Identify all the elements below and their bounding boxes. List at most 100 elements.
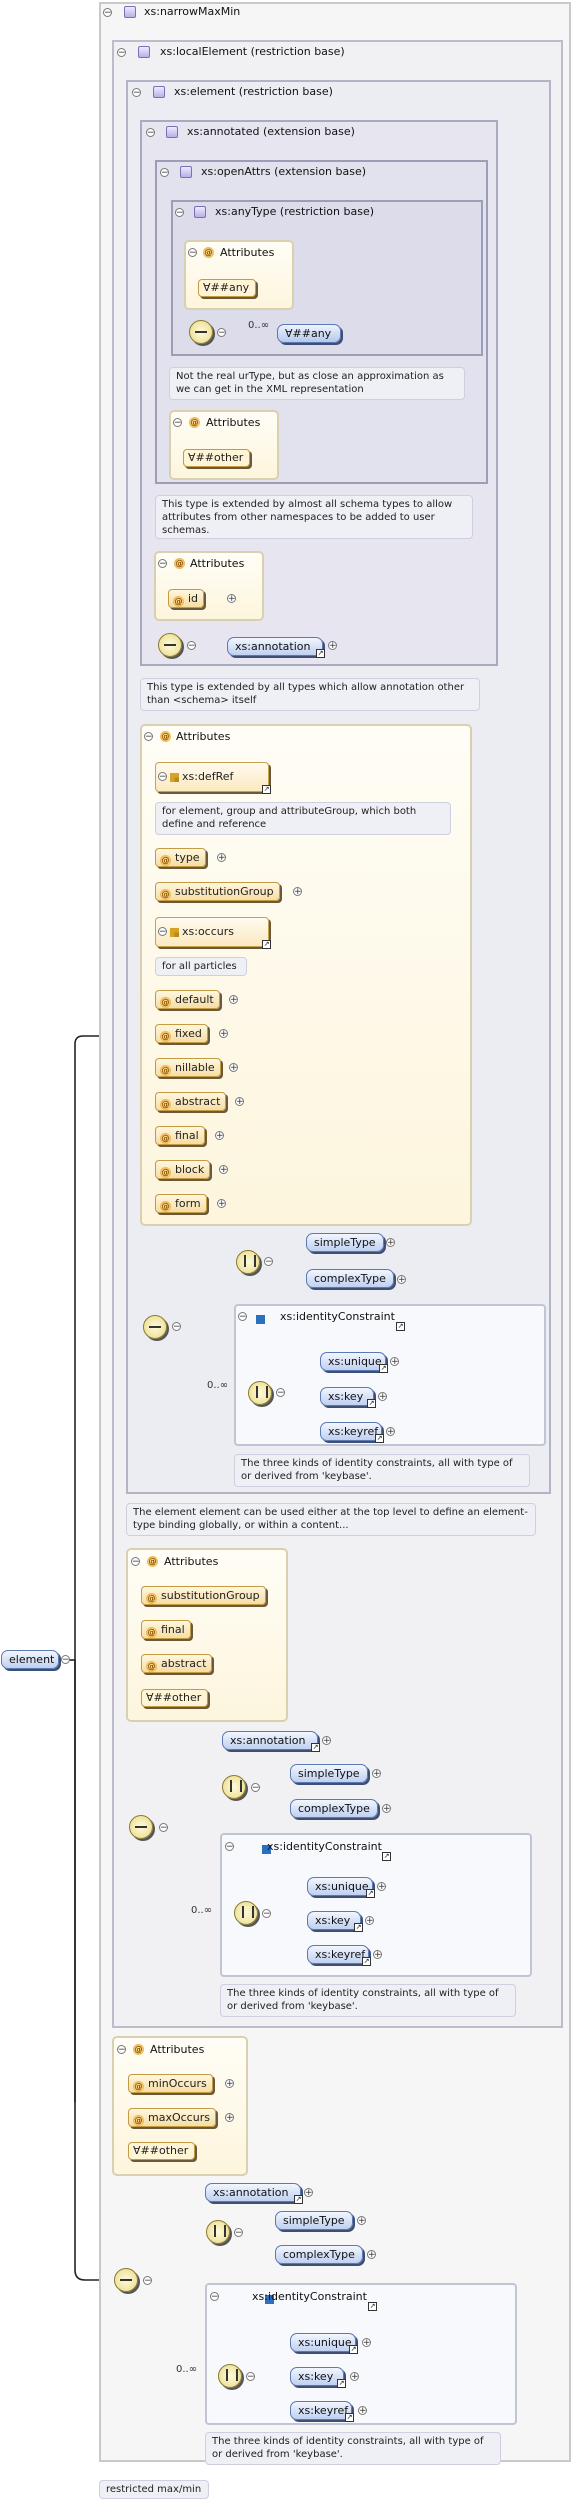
any-element-wildcard[interactable]: ∀##any bbox=[277, 324, 341, 343]
keyref-element[interactable]: xs:keyref↗ bbox=[307, 1945, 371, 1966]
collapse-toggle[interactable]: − bbox=[276, 1388, 285, 1398]
defRef-attribute-group[interactable]: −xs:defRef↗ bbox=[155, 762, 271, 794]
expand-toggle[interactable]: + bbox=[219, 1165, 228, 1175]
collapse-toggle[interactable]: − bbox=[225, 1842, 234, 1852]
keyref-element[interactable]: xs:keyref↗ bbox=[290, 2401, 354, 2422]
annotation-element[interactable]: xs:annotation↗ bbox=[205, 2183, 303, 2204]
attribute-minOccurs[interactable]: @minOccurs bbox=[128, 2074, 213, 2093]
attribute-nillable[interactable]: @nillable bbox=[155, 1058, 221, 1077]
expand-toggle[interactable]: + bbox=[367, 2250, 376, 2260]
expand-toggle[interactable]: + bbox=[377, 1882, 386, 1892]
complexType-element[interactable]: complexType bbox=[275, 2245, 363, 2264]
key-element[interactable]: xs:key↗ bbox=[290, 2367, 346, 2388]
attribute-default[interactable]: @default bbox=[155, 990, 220, 1009]
any-attribute-wildcard[interactable]: ∀##any bbox=[198, 279, 257, 297]
expand-toggle[interactable]: + bbox=[229, 1063, 238, 1073]
sequence-compositor[interactable] bbox=[158, 633, 182, 657]
expand-toggle[interactable]: + bbox=[358, 2406, 367, 2416]
attribute-substitutionGroup[interactable]: @substitutionGroup bbox=[155, 882, 280, 901]
sequence-compositor[interactable] bbox=[129, 1815, 153, 1839]
attribute-form[interactable]: @form bbox=[155, 1194, 207, 1213]
collapse-toggle[interactable]: − bbox=[117, 48, 126, 58]
collapse-toggle[interactable]: − bbox=[159, 1823, 168, 1833]
expand-toggle[interactable]: + bbox=[357, 2216, 366, 2226]
attribute-maxOccurs[interactable]: @maxOccurs bbox=[128, 2108, 216, 2127]
element-node[interactable]: element bbox=[1, 1650, 59, 1669]
collapse-toggle[interactable]: − bbox=[117, 2045, 126, 2055]
collapse-toggle[interactable]: − bbox=[175, 208, 184, 218]
other-attribute-wildcard[interactable]: ∀##other bbox=[128, 2142, 196, 2160]
attribute-type[interactable]: @type bbox=[155, 848, 206, 867]
expand-toggle[interactable]: + bbox=[225, 2113, 234, 2123]
expand-toggle[interactable]: + bbox=[227, 594, 236, 604]
key-element[interactable]: xs:key↗ bbox=[320, 1387, 376, 1408]
simpleType-element[interactable]: simpleType bbox=[290, 1764, 368, 1783]
collapse-toggle[interactable]: − bbox=[146, 128, 155, 138]
expand-toggle[interactable]: + bbox=[350, 2372, 359, 2382]
expand-toggle[interactable]: + bbox=[386, 1427, 395, 1437]
simpleType-element[interactable]: simpleType bbox=[275, 2211, 353, 2230]
sequence-compositor[interactable] bbox=[143, 1315, 167, 1339]
expand-toggle[interactable]: + bbox=[362, 2338, 371, 2348]
collapse-toggle[interactable]: − bbox=[131, 1557, 140, 1567]
identityConstraint-group[interactable] bbox=[234, 1304, 546, 1446]
expand-toggle[interactable]: + bbox=[378, 1392, 387, 1402]
choice-compositor[interactable] bbox=[234, 1901, 258, 1925]
choice-compositor[interactable] bbox=[218, 2364, 242, 2388]
attribute-abstract-prohibited[interactable]: @abstract bbox=[141, 1654, 213, 1673]
collapse-toggle[interactable]: − bbox=[187, 641, 196, 651]
expand-toggle[interactable]: + bbox=[365, 1916, 374, 1926]
choice-compositor[interactable] bbox=[248, 1381, 272, 1405]
annotation-element[interactable]: xs:annotation↗ bbox=[222, 1731, 320, 1752]
collapse-toggle[interactable]: − bbox=[217, 328, 226, 338]
choice-compositor[interactable] bbox=[236, 1250, 260, 1274]
choice-compositor[interactable] bbox=[206, 2220, 230, 2244]
collapse-toggle[interactable]: − bbox=[234, 2228, 243, 2238]
attribute-abstract[interactable]: @abstract bbox=[155, 1092, 227, 1111]
expand-toggle[interactable]: + bbox=[215, 1131, 224, 1141]
collapse-toggle[interactable]: − bbox=[188, 248, 197, 258]
occurs-attribute-group[interactable]: −xs:occurs↗ bbox=[155, 917, 271, 949]
collapse-toggle[interactable]: − bbox=[103, 8, 112, 18]
collapse-toggle[interactable]: − bbox=[143, 2276, 152, 2286]
attribute-substitutionGroup-prohibited[interactable]: @substitutionGroup bbox=[141, 1586, 266, 1605]
collapse-toggle[interactable]: − bbox=[132, 88, 141, 98]
expand-toggle[interactable]: + bbox=[304, 2188, 313, 2198]
attribute-final-prohibited[interactable]: @final bbox=[141, 1620, 191, 1639]
expand-toggle[interactable]: + bbox=[397, 1275, 406, 1285]
expand-toggle[interactable]: + bbox=[217, 853, 226, 863]
expand-toggle[interactable]: + bbox=[386, 1238, 395, 1248]
other-attribute-wildcard[interactable]: ∀##other bbox=[183, 449, 251, 467]
collapse-toggle[interactable]: − bbox=[251, 1783, 260, 1793]
key-element[interactable]: xs:key↗ bbox=[307, 1911, 363, 1932]
collapse-toggle[interactable]: − bbox=[246, 2372, 255, 2382]
expand-toggle[interactable]: + bbox=[372, 1769, 381, 1779]
collapse-toggle[interactable]: − bbox=[61, 1655, 70, 1665]
collapse-toggle[interactable]: − bbox=[160, 168, 169, 178]
attribute-id[interactable]: @id bbox=[168, 589, 205, 608]
simpleType-element[interactable]: simpleType bbox=[306, 1233, 384, 1252]
sequence-compositor[interactable] bbox=[114, 2268, 138, 2292]
complexType-element[interactable]: complexType bbox=[290, 1799, 378, 1818]
collapse-toggle[interactable]: − bbox=[144, 732, 153, 742]
expand-toggle[interactable]: + bbox=[219, 1029, 228, 1039]
expand-toggle[interactable]: + bbox=[382, 1804, 391, 1814]
attribute-fixed[interactable]: @fixed bbox=[155, 1024, 208, 1043]
expand-toggle[interactable]: + bbox=[235, 1097, 244, 1107]
collapse-toggle[interactable]: − bbox=[262, 1909, 271, 1919]
attribute-final[interactable]: @final bbox=[155, 1126, 205, 1145]
unique-element[interactable]: xs:unique↗ bbox=[307, 1877, 375, 1898]
collapse-toggle[interactable]: − bbox=[172, 1322, 181, 1332]
identityConstraint-group[interactable] bbox=[205, 2283, 517, 2425]
collapse-toggle[interactable]: − bbox=[158, 772, 167, 782]
expand-toggle[interactable]: + bbox=[229, 995, 238, 1005]
collapse-toggle[interactable]: − bbox=[158, 927, 167, 937]
expand-toggle[interactable]: + bbox=[322, 1736, 331, 1746]
collapse-toggle[interactable]: − bbox=[158, 559, 167, 569]
unique-element[interactable]: xs:unique↗ bbox=[290, 2333, 358, 2354]
expand-toggle[interactable]: + bbox=[373, 1950, 382, 1960]
expand-toggle[interactable]: + bbox=[225, 2079, 234, 2089]
expand-toggle[interactable]: + bbox=[390, 1357, 399, 1367]
sequence-compositor[interactable] bbox=[189, 320, 213, 344]
expand-toggle[interactable]: + bbox=[328, 641, 337, 651]
